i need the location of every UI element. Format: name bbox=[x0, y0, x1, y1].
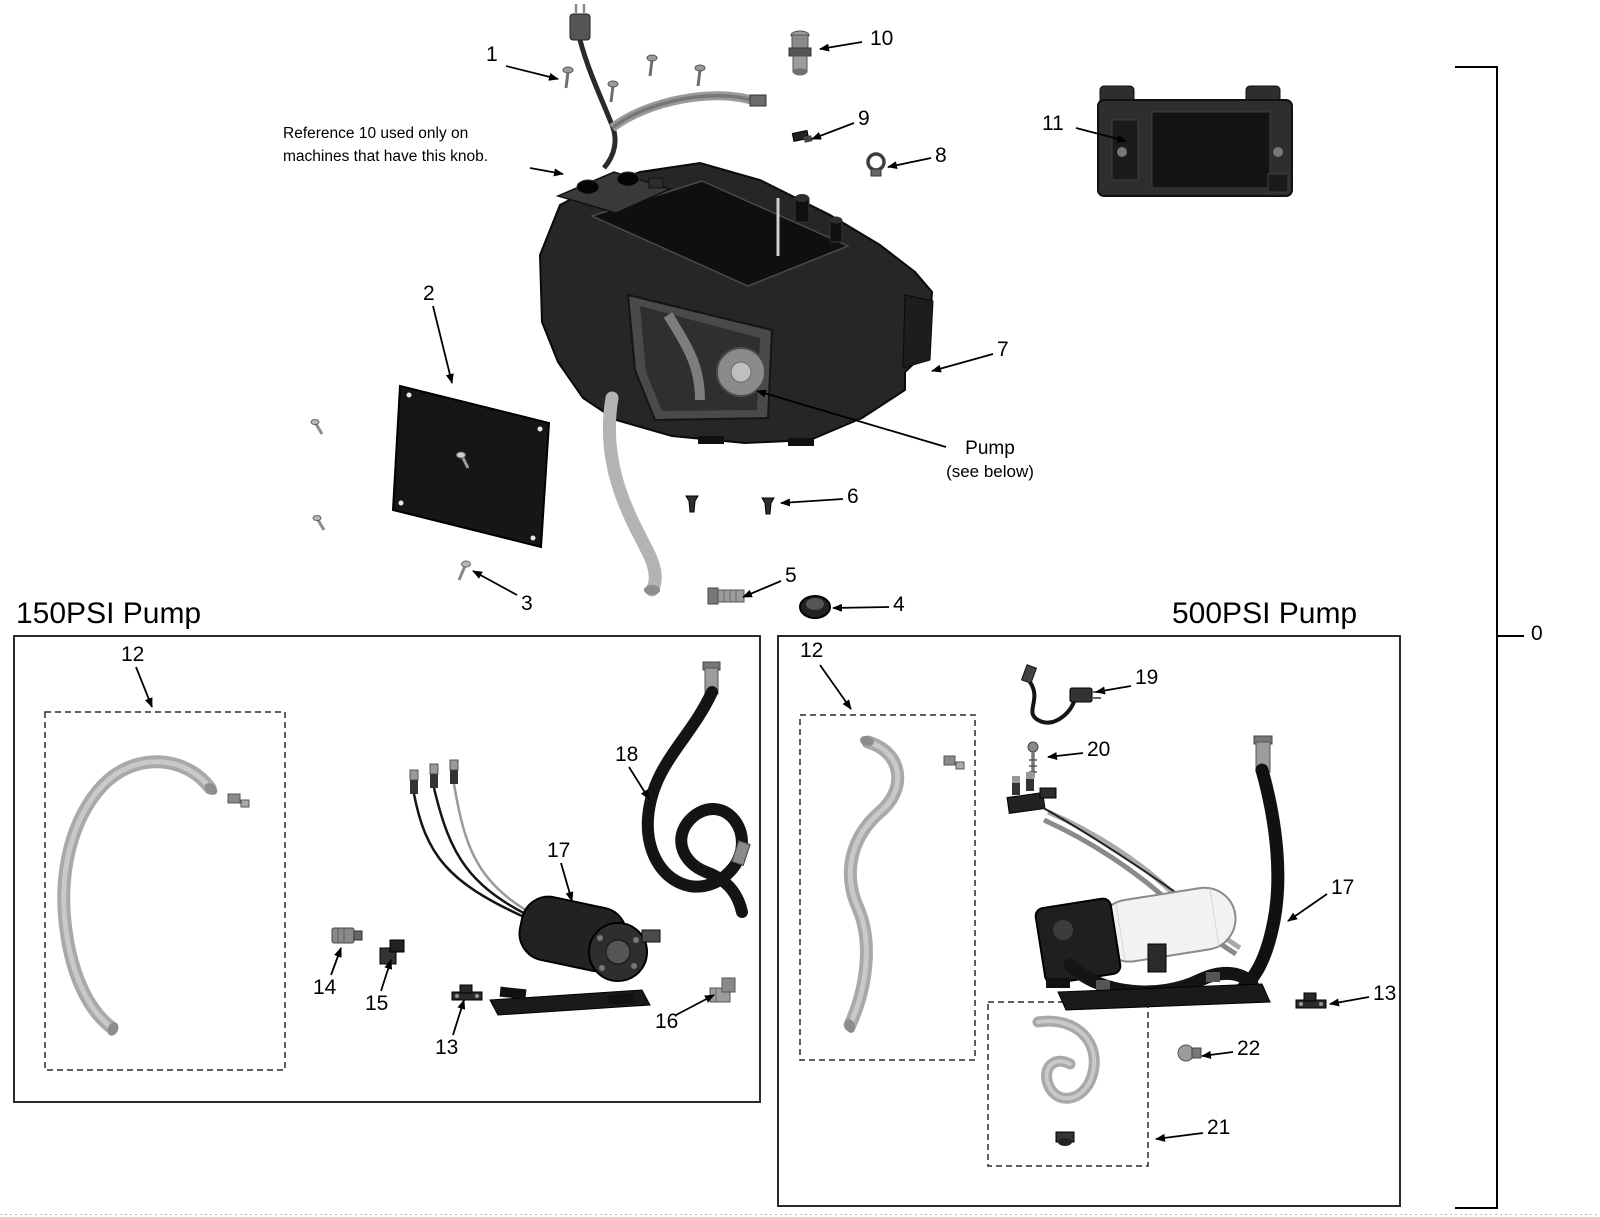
reference-note-line1: Reference 10 used only on bbox=[283, 125, 469, 142]
callout-17-right: 17 bbox=[1331, 876, 1355, 899]
panel-part2 bbox=[391, 384, 551, 549]
callout-6: 6 bbox=[847, 485, 859, 508]
fitting-part15 bbox=[379, 939, 405, 965]
reference-note: Reference 10 used only on machines that … bbox=[283, 122, 488, 169]
callout-12-left: 12 bbox=[121, 643, 145, 666]
valve-part10 bbox=[788, 30, 812, 76]
callout-13-left: 13 bbox=[435, 1036, 459, 1059]
callout-19: 19 bbox=[1135, 666, 1159, 689]
callout-15: 15 bbox=[365, 992, 389, 1015]
section-title-150psi: 150PSI Pump bbox=[16, 597, 202, 630]
section-boxes bbox=[13, 635, 1401, 1207]
plug-part5 bbox=[707, 587, 745, 605]
clamp-part13-right bbox=[1295, 992, 1327, 1009]
callout-18: 18 bbox=[615, 743, 639, 766]
callout-17-left: 17 bbox=[547, 839, 571, 862]
hose-part21 bbox=[1032, 1015, 1100, 1146]
tank-assembly-part7 bbox=[538, 161, 934, 597]
screws-part1 bbox=[562, 54, 706, 103]
callout-5: 5 bbox=[785, 564, 797, 587]
hose-part12-left bbox=[57, 755, 218, 1036]
callout-3: 3 bbox=[521, 592, 533, 615]
callout-14: 14 bbox=[313, 976, 337, 999]
clamp-part13-left bbox=[451, 984, 483, 1001]
cap-part4 bbox=[799, 595, 831, 619]
panel-screws bbox=[310, 419, 326, 531]
cord-part19 bbox=[1020, 664, 1101, 725]
pump-reference-line1: Pump bbox=[965, 438, 1015, 459]
pump-part17-left bbox=[489, 895, 661, 1016]
fitting-part16 bbox=[709, 977, 736, 1003]
assembly-bracket bbox=[1455, 66, 1524, 1209]
callout-1: 1 bbox=[486, 43, 498, 66]
callout-21: 21 bbox=[1207, 1116, 1231, 1139]
pump-part17-right bbox=[1006, 735, 1285, 1011]
power-cord bbox=[569, 4, 767, 170]
callout-20: 20 bbox=[1087, 738, 1111, 761]
pump-reference-line2: (see below) bbox=[946, 461, 1034, 481]
fitting-part9 bbox=[791, 129, 813, 143]
section-title-500psi: 500PSI Pump bbox=[1172, 597, 1358, 630]
fitting-part22 bbox=[1177, 1044, 1202, 1062]
reference-note-line2: machines that have this knob. bbox=[283, 148, 489, 166]
fitting-part14 bbox=[331, 927, 363, 944]
callout-9: 9 bbox=[858, 107, 870, 130]
clamp-part8 bbox=[866, 152, 886, 177]
pump-reference-label: Pump (see below) bbox=[915, 438, 1065, 483]
callout-12-right: 12 bbox=[800, 639, 824, 662]
hose-clamp-left bbox=[227, 793, 250, 808]
callout-4: 4 bbox=[893, 593, 905, 616]
callout-10: 10 bbox=[870, 27, 894, 50]
hose-clamp-right bbox=[943, 755, 965, 770]
rivets-part6 bbox=[685, 495, 775, 515]
callout-16: 16 bbox=[655, 1010, 679, 1033]
screw-part3 bbox=[457, 560, 471, 581]
bracket-part11 bbox=[1097, 85, 1293, 197]
callout-22: 22 bbox=[1237, 1037, 1261, 1060]
callout-7: 7 bbox=[997, 338, 1009, 361]
callout-8: 8 bbox=[935, 144, 947, 167]
callout-0: 0 bbox=[1531, 622, 1543, 645]
callout-2: 2 bbox=[423, 282, 435, 305]
hose-part18 bbox=[641, 661, 751, 918]
callout-11: 11 bbox=[1042, 112, 1064, 135]
callout-arrows bbox=[135, 41, 1370, 1142]
hose-part12-right bbox=[843, 735, 905, 1033]
callout-13-right: 13 bbox=[1373, 982, 1397, 1005]
